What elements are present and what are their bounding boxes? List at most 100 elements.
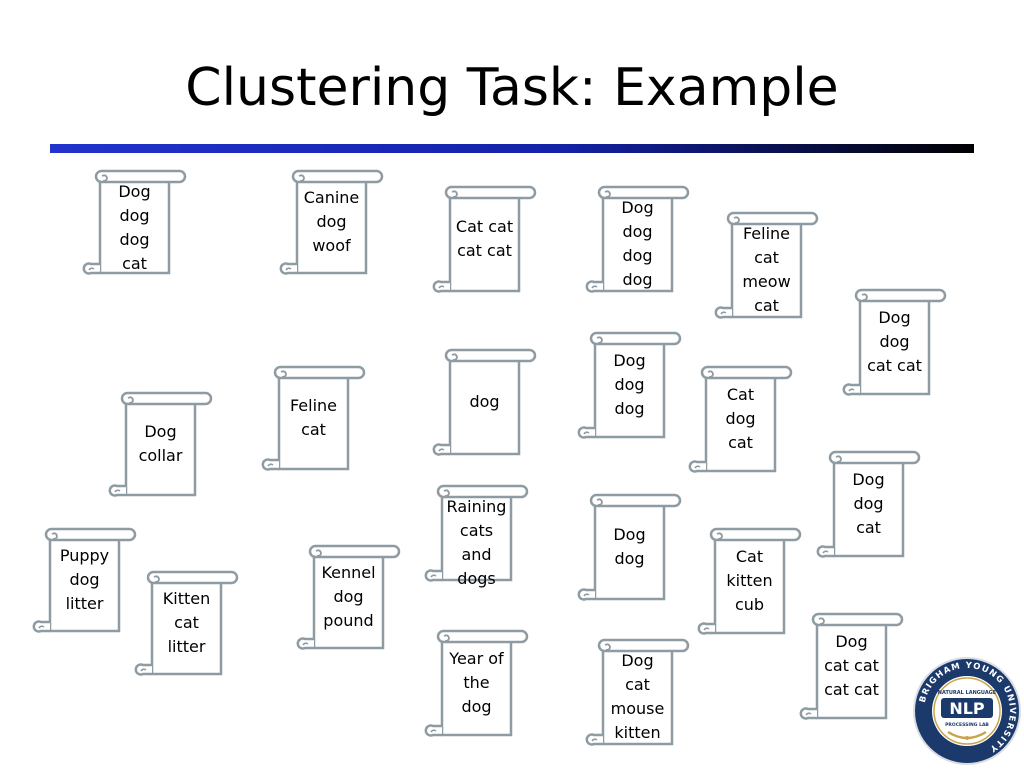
title-underline [50,144,974,153]
document-line: Dog [878,307,911,327]
seal-bottom-text: PROCESSING LAB [945,722,989,728]
document-line: cat [728,432,753,452]
document-line: cat cat [824,679,879,699]
document-line: meow [742,272,791,291]
document-line: kitten [726,570,773,590]
document-line: Canine [303,187,360,207]
document-line: Dog [144,421,177,441]
document-line: Raining [446,497,507,516]
document-line: cub [734,594,765,614]
scroll-icon [688,365,793,473]
document-line: cat cat [824,655,879,675]
document-line: Cat [726,384,755,404]
document-line: dog [119,206,150,225]
document-scroll: Dog dog [577,493,684,608]
document-line: Cat cat [455,216,514,236]
seal-center-text: NLP [949,699,985,718]
document-text: Cat kitten cub [715,545,784,617]
document-line: Dog [835,631,868,651]
document-scroll: Cat dog cat [688,365,795,480]
document-text: Kennel dog pound [314,561,383,633]
document-line: dog [316,211,347,231]
scroll-icon [585,185,690,293]
document-text: Canine dog woof [297,186,366,258]
document-line: woof [312,235,351,255]
document-line: Dog [118,182,151,201]
document-line: dog [461,696,492,716]
document-scroll: Kennel dog pound [296,544,403,657]
scroll-icon [585,638,690,746]
document-line: Dog [621,198,654,217]
byu-nlp-lab-logo: BRIGHAM YOUNG UNIVERSITY NATURAL LANGUAG… [912,656,1022,766]
scroll-icon [261,365,366,471]
document-line: dog [725,408,756,428]
document-line: cat [754,296,779,315]
document-scroll: Year of the dog [424,629,531,744]
seal-top-text: NATURAL LANGUAGE [938,690,997,696]
scroll-icon [714,211,819,319]
scroll-icon [432,185,537,293]
document-line: Dog [852,469,885,489]
document-text: Year of the dog [442,647,511,719]
document-text: Dog dog cat [834,468,903,540]
document-scroll: Dog cat cat cat cat [799,612,906,727]
document-line: Cat [735,546,764,566]
document-line: Dog [613,524,646,544]
document-scroll: Kitten cat litter [134,570,241,683]
document-line: Kitten [162,588,211,608]
scroll-icon [577,331,682,439]
document-line: dog [333,586,364,606]
document-line: Dog [613,350,646,370]
document-line: cat [174,612,199,632]
document-line: cat [625,675,650,694]
document-text: dog [450,390,519,414]
document-line: dog [853,493,884,513]
document-line: dog [622,246,653,265]
document-line: dogs [457,569,496,588]
document-text: Kitten cat litter [152,587,221,659]
document-line: cat [122,254,147,273]
document-line: dog [622,222,653,241]
document-scroll: Canine dog woof [279,169,386,282]
document-line: cat [856,517,881,537]
document-line: the [463,672,490,692]
document-line: Feline [289,395,338,415]
document-text: Dog dog dog cat [100,180,169,276]
document-scroll: Dog dog dog cat [82,169,189,282]
document-line: Kennel [321,562,376,582]
document-line: pound [323,610,374,630]
document-text: Dog dog [595,523,664,571]
document-line: dog [614,548,645,568]
scroll-icon [134,570,239,676]
scroll-icon [842,288,947,396]
scroll-icon [424,484,529,582]
scroll-icon [799,612,904,720]
document-line: dog [614,398,645,418]
document-line: litter [167,636,206,656]
scroll-icon [82,169,187,275]
document-line: cats [459,521,494,540]
document-line: Year of [449,648,504,668]
document-line: kitten [614,723,661,742]
scroll-icon [816,450,921,558]
scroll-icon [432,348,537,456]
slide-title: Clustering Task: Example [185,58,839,118]
document-line: dog [69,569,100,589]
document-text: Dog cat cat cat cat [817,630,886,702]
document-line: dog [119,230,150,249]
